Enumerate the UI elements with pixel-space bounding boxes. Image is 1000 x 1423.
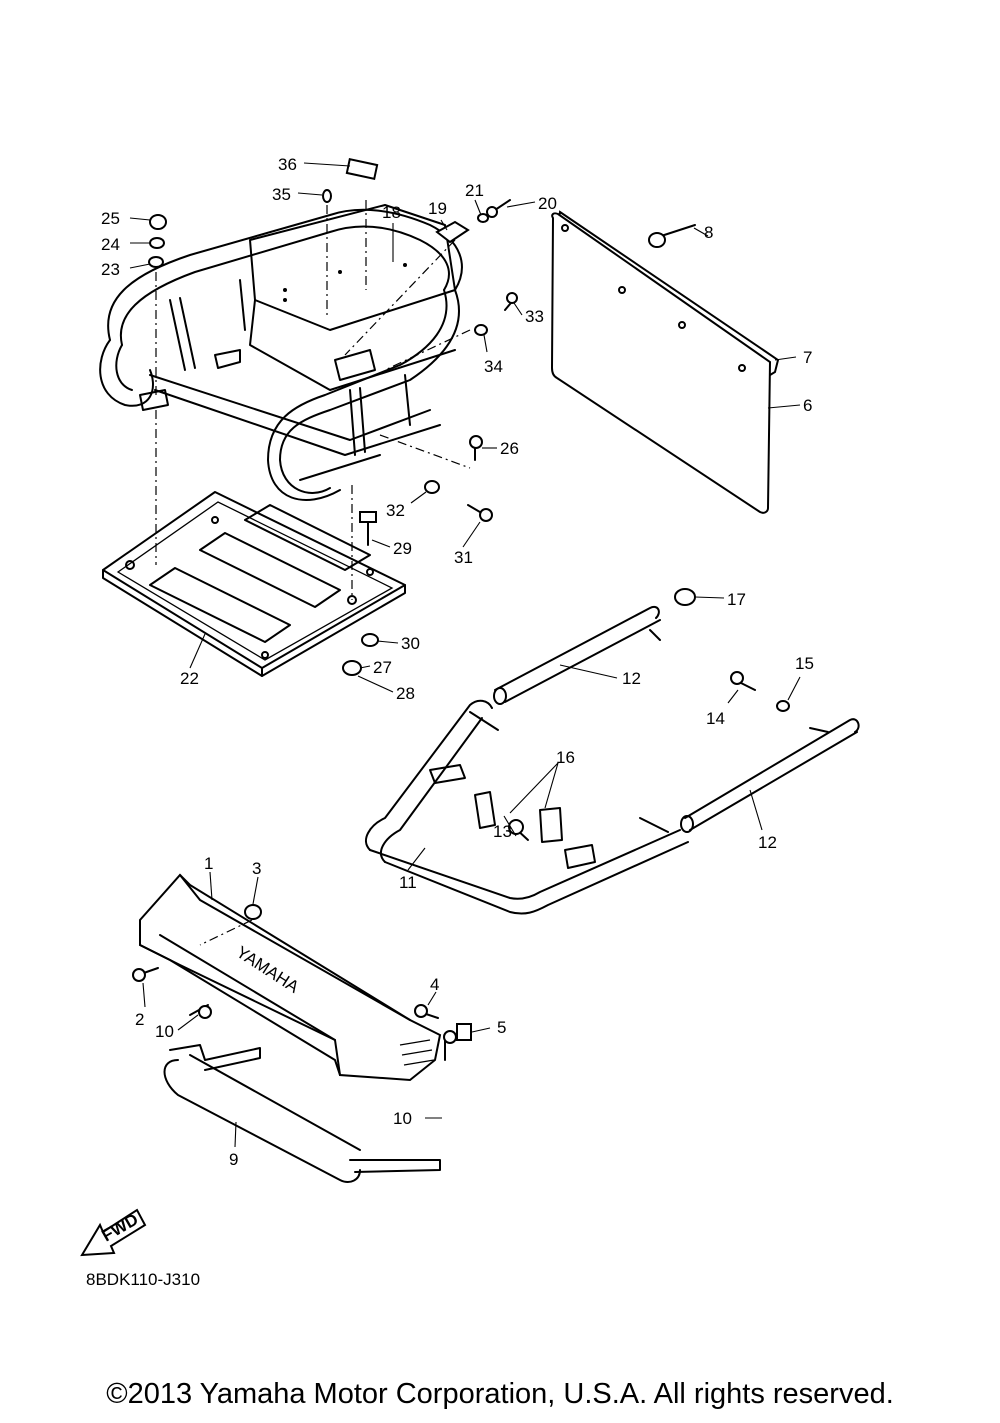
callout-4: 4 [430, 975, 439, 994]
copyright-notice: ©2013 Yamaha Motor Corporation, U.S.A. A… [106, 1378, 894, 1410]
callout-13: 13 [493, 822, 512, 841]
callout-27: 27 [373, 658, 392, 677]
callout-11: 11 [399, 873, 417, 892]
callout-17: 17 [727, 590, 746, 609]
seat-frame-assembly [99, 204, 463, 501]
callout-2: 2 [135, 1010, 144, 1029]
bumper-bracket [163, 1044, 441, 1183]
callout-6: 6 [803, 396, 812, 415]
callout-18: 18 [382, 203, 401, 222]
rear-bar-assembly [365, 606, 860, 915]
callout-30: 30 [401, 634, 420, 653]
callout-12: 12 [758, 833, 777, 852]
callout-21: 21 [465, 181, 484, 200]
callout-28: 28 [396, 684, 415, 703]
callout-36: 36 [278, 155, 297, 174]
callout-31: 31 [454, 548, 473, 567]
callout-24: 24 [101, 235, 120, 254]
callout-7: 7 [803, 348, 812, 367]
callout-26: 26 [500, 439, 519, 458]
cargo-tray [102, 491, 406, 677]
callout-14: 14 [706, 709, 725, 728]
assembly-lines [155, 200, 471, 946]
callout-25: 25 [101, 209, 120, 228]
callout-16: 16 [556, 748, 575, 767]
callout-10: 10 [393, 1109, 412, 1128]
plate-assembly [550, 210, 780, 514]
callout-29: 29 [393, 539, 412, 558]
callout-5: 5 [497, 1018, 506, 1037]
callout-34: 34 [484, 357, 503, 376]
callout-15: 15 [795, 654, 814, 673]
fasteners [132, 158, 790, 1061]
callout-33: 33 [525, 307, 544, 326]
callout-3: 3 [252, 859, 261, 878]
callout-22: 22 [180, 669, 199, 688]
callout-10: 10 [155, 1022, 174, 1041]
leader-lines [129, 162, 801, 1148]
callout-8: 8 [704, 223, 713, 242]
callout-32: 32 [386, 501, 405, 520]
forward-arrow: FWD [80, 1208, 147, 1257]
callout-35: 35 [272, 185, 291, 204]
front-bumper: YAMAHA [139, 873, 442, 1082]
callout-1: 1 [204, 854, 213, 873]
callout-23: 23 [101, 260, 120, 279]
callout-20: 20 [538, 194, 557, 213]
callout-9: 9 [229, 1150, 238, 1169]
callout-19: 19 [428, 199, 447, 218]
callout-12: 12 [622, 669, 641, 688]
callouts: 1 2 3 4 5 6 7 8 9 10 10 11 12 12 13 14 1… [101, 155, 814, 1169]
diagram-code: 8BDK110-J310 [86, 1270, 201, 1289]
